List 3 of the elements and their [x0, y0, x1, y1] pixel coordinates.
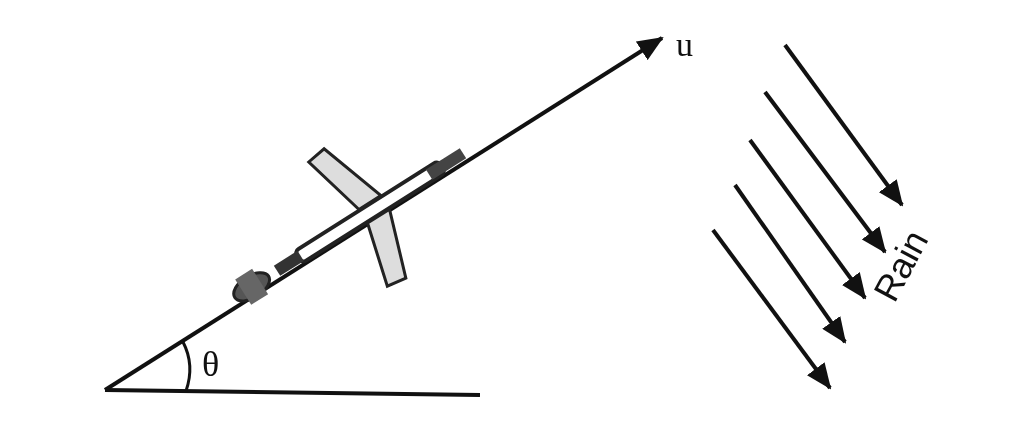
- angle-label: θ: [202, 346, 220, 382]
- rain-label: Rain: [868, 224, 935, 307]
- velocity-label: u: [676, 28, 693, 62]
